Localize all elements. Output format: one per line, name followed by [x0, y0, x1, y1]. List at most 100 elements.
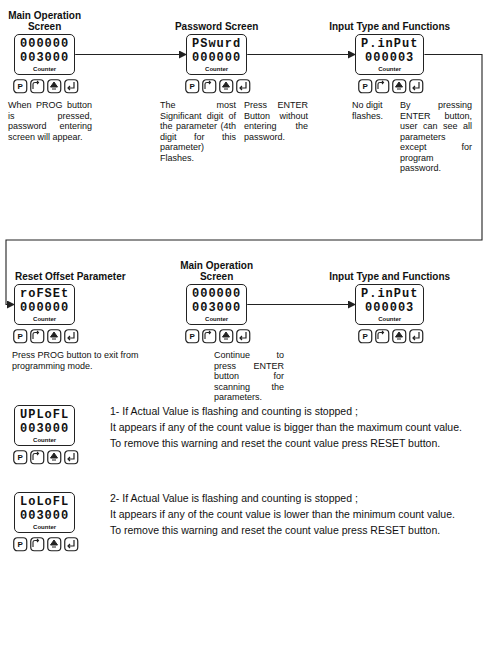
screen-title: Reset Offset Parameter — [15, 271, 165, 282]
enter-key-icon — [68, 82, 74, 90]
prog-key-letter: P — [186, 332, 199, 341]
lcd-screen: Reset Offset ParameterroFSEt000000Counte… — [14, 284, 75, 325]
prog-key-letter: P — [186, 82, 199, 91]
key-button — [31, 538, 44, 551]
reset-key-icon — [33, 452, 39, 460]
key-button — [48, 330, 61, 343]
display-digits: 000000 — [192, 51, 241, 65]
key-button — [376, 330, 389, 343]
key-button — [376, 80, 389, 93]
step-note: When PROG button is pressed, password en… — [8, 100, 92, 142]
screen-title: Input Type and Functions — [315, 271, 465, 282]
flow-arrow — [75, 54, 186, 55]
screen-title: Main Operation Screen — [5, 10, 85, 32]
enter-key-icon — [68, 540, 74, 548]
key-button — [65, 80, 78, 93]
up-key-icon — [396, 82, 403, 89]
unit-caption: Counter — [20, 315, 69, 323]
up-key-icon — [51, 540, 58, 547]
key-button — [410, 330, 423, 343]
key-button — [203, 80, 216, 93]
up-key-icon — [51, 82, 58, 89]
prog-key-letter: P — [359, 82, 372, 91]
key-button — [31, 451, 44, 464]
warning-note: 2- If Actual Value is flashing and count… — [110, 492, 480, 505]
reset-key-icon — [33, 539, 39, 547]
warning-note: It appears if any of the count value is … — [110, 421, 480, 434]
lcd-screen: LoLoFL003000Counter — [14, 492, 75, 533]
unit-caption: Counter — [192, 65, 241, 73]
unit-caption: Counter — [361, 315, 418, 323]
lcd-screen: Password ScreenPSwurd000000Counter — [186, 34, 247, 75]
enter-key-icon — [413, 332, 419, 340]
screen-title: Password Screen — [147, 21, 287, 32]
up-key-icon — [396, 332, 403, 339]
reset-key-icon — [33, 81, 39, 89]
display-digits: UPLoFL — [20, 408, 69, 422]
key-button — [220, 330, 233, 343]
display-digits: P.inPut — [361, 37, 418, 51]
key-button — [31, 330, 44, 343]
step-note: Press PROG button to exit from programmi… — [12, 350, 142, 371]
prog-key-letter: P — [14, 453, 27, 462]
step-note: Continue to press ENTER button for scann… — [214, 350, 284, 403]
reset-key-icon — [33, 331, 39, 339]
key-button — [48, 80, 61, 93]
display-digits: PSwurd — [192, 37, 241, 51]
prog-key-letter: P — [14, 82, 27, 91]
up-key-icon — [51, 453, 58, 460]
prog-key-letter: P — [14, 540, 27, 549]
prog-key-letter: P — [14, 332, 27, 341]
display-digits: roFSEt — [20, 287, 69, 301]
up-key-icon — [223, 82, 230, 89]
step-note: By pressing ENTER button, user can see a… — [400, 100, 472, 174]
prog-key-letter: P — [359, 332, 372, 341]
warning-note: It appears if any of the count value is … — [110, 508, 480, 521]
reset-key-icon — [378, 81, 384, 89]
lcd-screen: Input Type and FunctionsP.inPut000003Cou… — [355, 284, 424, 325]
warning-note: 1- If Actual Value is flashing and count… — [110, 405, 480, 418]
up-key-icon — [223, 332, 230, 339]
key-button — [393, 80, 406, 93]
key-button — [14, 330, 27, 343]
display-digits: 000003 — [361, 51, 418, 65]
key-button — [48, 451, 61, 464]
key-button — [237, 80, 250, 93]
key-button — [48, 538, 61, 551]
enter-key-icon — [240, 332, 246, 340]
key-button — [65, 538, 78, 551]
display-digits: LoLoFL — [20, 495, 69, 509]
lcd-screen: UPLoFL003000Counter — [14, 405, 75, 446]
enter-key-icon — [68, 332, 74, 340]
key-button — [359, 80, 372, 93]
unit-caption: Counter — [192, 315, 241, 323]
key-button — [14, 538, 27, 551]
display-digits: 000000 — [192, 287, 241, 301]
key-button — [186, 80, 199, 93]
flow-arrow — [247, 54, 355, 55]
enter-key-icon — [413, 82, 419, 90]
key-button — [186, 330, 199, 343]
key-button — [65, 330, 78, 343]
key-button — [410, 80, 423, 93]
warning-note: To remove this warning and reset the cou… — [110, 437, 480, 450]
lcd-screen: Main Operation Screen000000003000Counter — [14, 34, 75, 75]
screen-title: Input Type and Functions — [315, 21, 465, 32]
enter-key-icon — [240, 82, 246, 90]
reset-key-icon — [378, 331, 384, 339]
key-button — [237, 330, 250, 343]
lcd-screen: Main Operation Screen000000003000Counter — [186, 284, 247, 325]
key-button — [14, 80, 27, 93]
reset-key-icon — [205, 81, 211, 89]
unit-caption: Counter — [20, 436, 69, 444]
display-digits: 000000 — [20, 301, 69, 315]
key-button — [14, 451, 27, 464]
key-button — [65, 451, 78, 464]
key-button — [393, 330, 406, 343]
step-note: No digit flashes. — [352, 100, 394, 121]
enter-key-icon — [68, 453, 74, 461]
step-note: Press ENTER Button without entering the … — [244, 100, 308, 142]
flow-arrow — [247, 304, 355, 305]
up-key-icon — [51, 332, 58, 339]
